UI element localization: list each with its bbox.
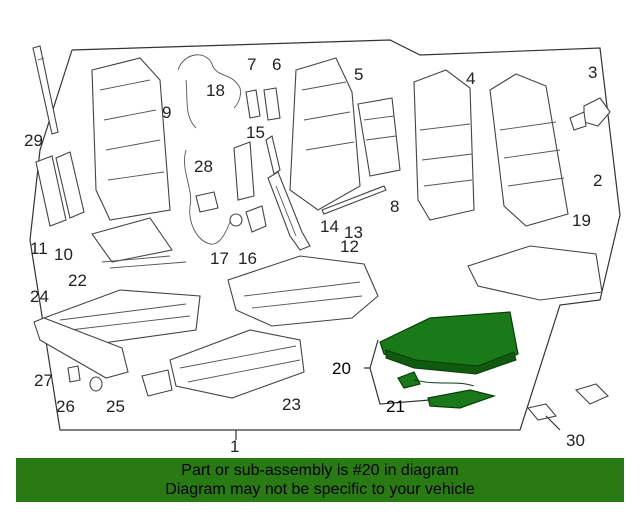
callout-24: 24 xyxy=(30,287,49,306)
callout-18: 18 xyxy=(206,81,225,100)
callout-16: 16 xyxy=(238,249,257,268)
part-28-wiring xyxy=(184,149,231,245)
part-30-clips xyxy=(526,383,609,421)
part-23-seat-track xyxy=(169,329,305,399)
part-22-seat-base xyxy=(43,289,201,345)
callout-9: 9 xyxy=(162,103,171,122)
callout-21: 21 xyxy=(386,397,405,416)
callout-6: 6 xyxy=(272,55,281,74)
part-18-cable xyxy=(177,54,241,129)
part-3-headrest-guide xyxy=(569,97,611,131)
leader-lines xyxy=(235,339,561,440)
part-11-side-covers xyxy=(35,151,85,227)
callout-12: 12 xyxy=(340,237,359,256)
part-15-side-panel xyxy=(233,135,281,201)
callout-29: 29 xyxy=(24,131,43,150)
callout-20: 20 xyxy=(332,359,351,378)
part-29-rod xyxy=(32,45,59,135)
callout-25: 25 xyxy=(106,397,125,416)
part-2-seatback-cover xyxy=(489,73,569,227)
part-27-26-25-knobs xyxy=(67,365,173,397)
part-7-6-brackets xyxy=(245,87,281,121)
callout-7: 7 xyxy=(247,55,256,74)
callout-3: 3 xyxy=(588,63,597,82)
callout-13: 13 xyxy=(344,223,363,242)
part-info-banner: Part or sub-assembly is #20 in diagram D… xyxy=(16,458,624,502)
part-17-16-clips xyxy=(229,205,267,233)
callout-4: 4 xyxy=(466,69,475,88)
callout-28: 28 xyxy=(194,157,213,176)
callout-26: 26 xyxy=(56,397,75,416)
callout-1: 1 xyxy=(230,437,239,456)
part-10-pad xyxy=(91,217,187,269)
part-14-12-rails xyxy=(267,171,311,251)
callout-5: 5 xyxy=(354,65,363,84)
part-21-highlighted-harness[interactable] xyxy=(397,371,497,409)
part-19-cushion-cover xyxy=(467,245,603,301)
callout-23: 23 xyxy=(282,395,301,414)
callout-15: 15 xyxy=(246,123,265,142)
callout-22: 22 xyxy=(68,271,87,290)
seat-cushion-assembly xyxy=(227,255,379,327)
callout-14: 14 xyxy=(320,217,339,236)
part-5-seatback-frame xyxy=(289,57,361,211)
part-20-highlighted-cushion[interactable] xyxy=(379,311,519,375)
banner-line-disclaimer: Diagram may not be specific to your vehi… xyxy=(165,481,475,498)
part-9-seatback-frame xyxy=(91,57,171,221)
banner-line-part: Part or sub-assembly is #20 in diagram xyxy=(181,462,459,479)
callout-11: 11 xyxy=(30,239,48,258)
callout-2: 2 xyxy=(593,171,602,190)
callout-8: 8 xyxy=(390,197,399,216)
callout-17: 17 xyxy=(210,249,229,268)
callout-labels: 1 2 3 4 5 6 7 8 9 10 11 12 13 14 15 16 1… xyxy=(24,55,602,456)
part-8-bracket xyxy=(357,97,401,177)
callout-19: 19 xyxy=(572,211,591,230)
callout-27: 27 xyxy=(34,371,53,390)
part-24-side-shield xyxy=(33,317,129,379)
callout-10: 10 xyxy=(54,245,73,264)
callout-30: 30 xyxy=(566,431,585,450)
part-4-seatback-cover xyxy=(413,69,475,221)
part-13-rod xyxy=(321,185,387,215)
assembly-outline xyxy=(29,39,621,431)
